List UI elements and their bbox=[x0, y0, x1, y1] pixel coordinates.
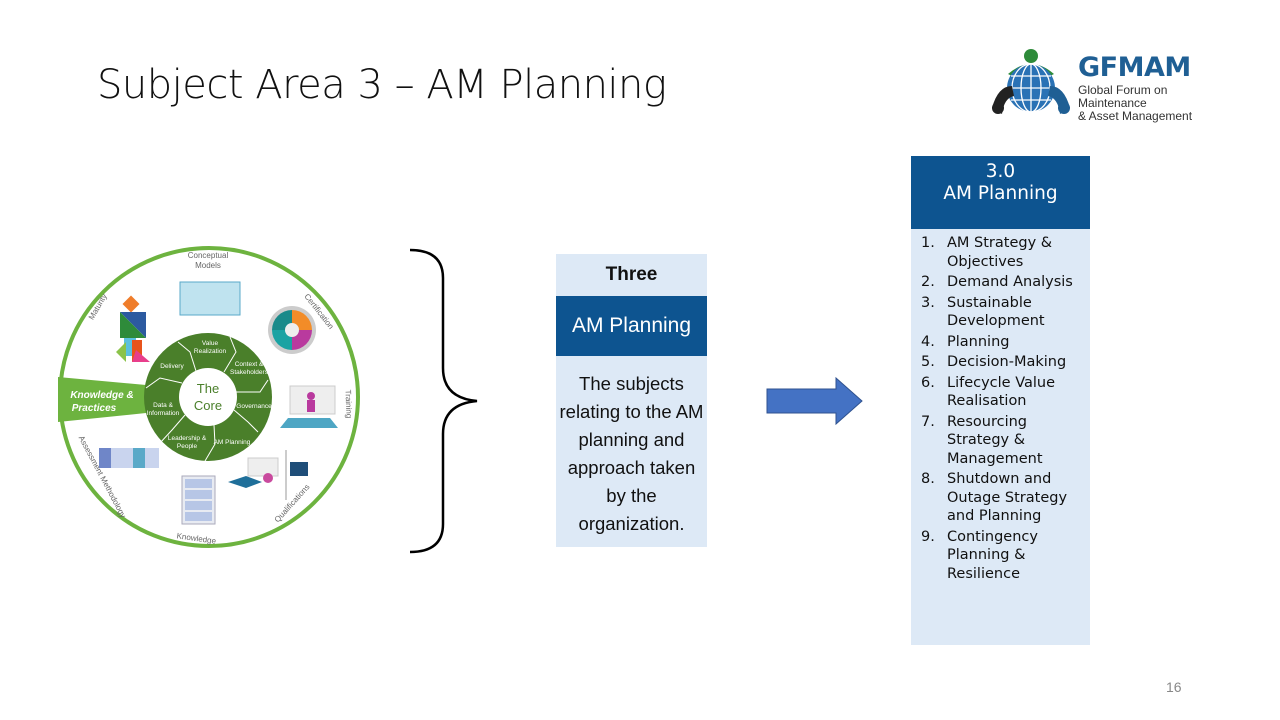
maturity-scale-icon bbox=[99, 448, 159, 468]
qualifications-icon bbox=[228, 450, 308, 500]
item-number: 8. bbox=[921, 471, 935, 487]
highlight-label-2: Practices bbox=[72, 403, 117, 414]
item-label: Sustainable Development bbox=[947, 294, 1045, 330]
item-label: Lifecycle Value Realisation bbox=[947, 374, 1056, 410]
segment-value-realization-1: Value bbox=[202, 340, 219, 347]
item-label: Decision-Making bbox=[947, 354, 1067, 370]
subjects-list-title: AM Planning bbox=[943, 183, 1058, 204]
subject-summary-box: Three AM Planning The subjects relating … bbox=[556, 254, 707, 547]
logo-subtitle: Global Forum on Maintenance & Asset Mana… bbox=[1078, 84, 1238, 123]
subject-title: AM Planning bbox=[556, 296, 707, 356]
list-item: 6. Lifecycle Value Realisation bbox=[921, 374, 1090, 411]
core-center bbox=[179, 368, 237, 426]
list-item: 2. Demand Analysis bbox=[921, 273, 1090, 292]
item-number: 9. bbox=[921, 528, 935, 545]
core-label-2: Core bbox=[194, 398, 222, 413]
label-training: Training bbox=[344, 389, 354, 418]
behaviour-circle-icon bbox=[268, 306, 316, 354]
page-number: 16 bbox=[1166, 679, 1182, 695]
subjects-list-box: 3.0 AM Planning 1. AM Strategy & Objectiv… bbox=[911, 156, 1090, 645]
item-number: 5. bbox=[921, 354, 935, 370]
globe-logo-icon bbox=[992, 49, 1070, 114]
training-icon bbox=[280, 385, 338, 428]
item-label: Demand Analysis bbox=[947, 274, 1073, 290]
list-item: 9. Contingency Planning & Resilience bbox=[921, 528, 1090, 584]
list-item: 4. Planning bbox=[921, 333, 1090, 352]
models-card-icon bbox=[179, 281, 241, 316]
knowledge-docs-icon bbox=[181, 475, 216, 525]
subjects-list-header: 3.0 AM Planning bbox=[911, 156, 1090, 229]
segment-leadership-2: People bbox=[177, 443, 198, 450]
segment-delivery: Delivery bbox=[160, 363, 184, 370]
item-number: 4. bbox=[921, 333, 935, 350]
core-label-1: The bbox=[197, 381, 219, 396]
item-label: Resourcing Strategy & Management bbox=[947, 413, 1043, 467]
segment-data-2: Information bbox=[147, 410, 180, 417]
core-dividers bbox=[145, 336, 269, 462]
segment-data-1: Data & bbox=[153, 402, 174, 409]
item-number: 7. bbox=[921, 413, 935, 430]
item-number: 6. bbox=[921, 374, 935, 391]
item-label: Planning bbox=[947, 333, 1010, 350]
item-label: AM Strategy & Objectives bbox=[947, 235, 1053, 270]
subjects-list-number: 3.0 bbox=[985, 161, 1016, 182]
list-item: 3. Sustainable Development bbox=[921, 294, 1090, 331]
right-brace-icon bbox=[409, 248, 478, 554]
tangram-icon bbox=[116, 295, 150, 362]
logo-subtitle-line2: & Asset Management bbox=[1078, 109, 1193, 123]
item-label: Shutdown and Outage Strategy and Plannin… bbox=[947, 471, 1068, 524]
list-item: 1. AM Strategy & Objectives bbox=[921, 234, 1090, 271]
item-number: 2. bbox=[921, 274, 935, 290]
slide-title: Subject Area 3 – AM Planning bbox=[97, 62, 667, 108]
segment-am-planning: AM Planning bbox=[214, 439, 251, 446]
gfmam-logo: GFMAM Global Forum on Maintenance & Asse… bbox=[988, 46, 1238, 123]
logo-name: GFMAM bbox=[1078, 52, 1191, 83]
label-conceptual-2: Models bbox=[195, 261, 221, 270]
subjects-list: 1. AM Strategy & Objectives 2. Demand Analy… bbox=[911, 229, 1090, 583]
list-item: 5. Decision-Making bbox=[921, 353, 1090, 372]
segment-leadership-1: Leadership & bbox=[168, 435, 207, 442]
segment-context-1: Context & bbox=[235, 361, 264, 368]
item-number: 3. bbox=[921, 294, 935, 311]
subject-number: Three bbox=[605, 264, 658, 285]
segment-governance: Governance bbox=[236, 403, 272, 410]
highlight-label-1: Knowledge & bbox=[70, 390, 133, 401]
logo-subtitle-line1: Global Forum on Maintenance bbox=[1078, 83, 1168, 110]
am-landscape-wheel: Knowledge & Practices bbox=[58, 246, 360, 548]
segment-value-realization-2: Realization bbox=[194, 348, 227, 355]
subject-description: The subjects relating to the AM planning… bbox=[559, 373, 704, 534]
knowledge-practices-band bbox=[58, 377, 146, 422]
right-arrow-icon bbox=[766, 377, 863, 426]
list-item: 7. Resourcing Strategy & Management bbox=[921, 413, 1090, 469]
item-number: 1. bbox=[921, 235, 935, 251]
list-item: 8. Shutdown and Outage Strategy and Plann… bbox=[921, 470, 1090, 526]
item-label: Contingency Planning & Resilience bbox=[947, 528, 1038, 582]
label-conceptual-1: Conceptual bbox=[188, 251, 229, 260]
segment-context-2: Stakeholders bbox=[230, 369, 269, 376]
